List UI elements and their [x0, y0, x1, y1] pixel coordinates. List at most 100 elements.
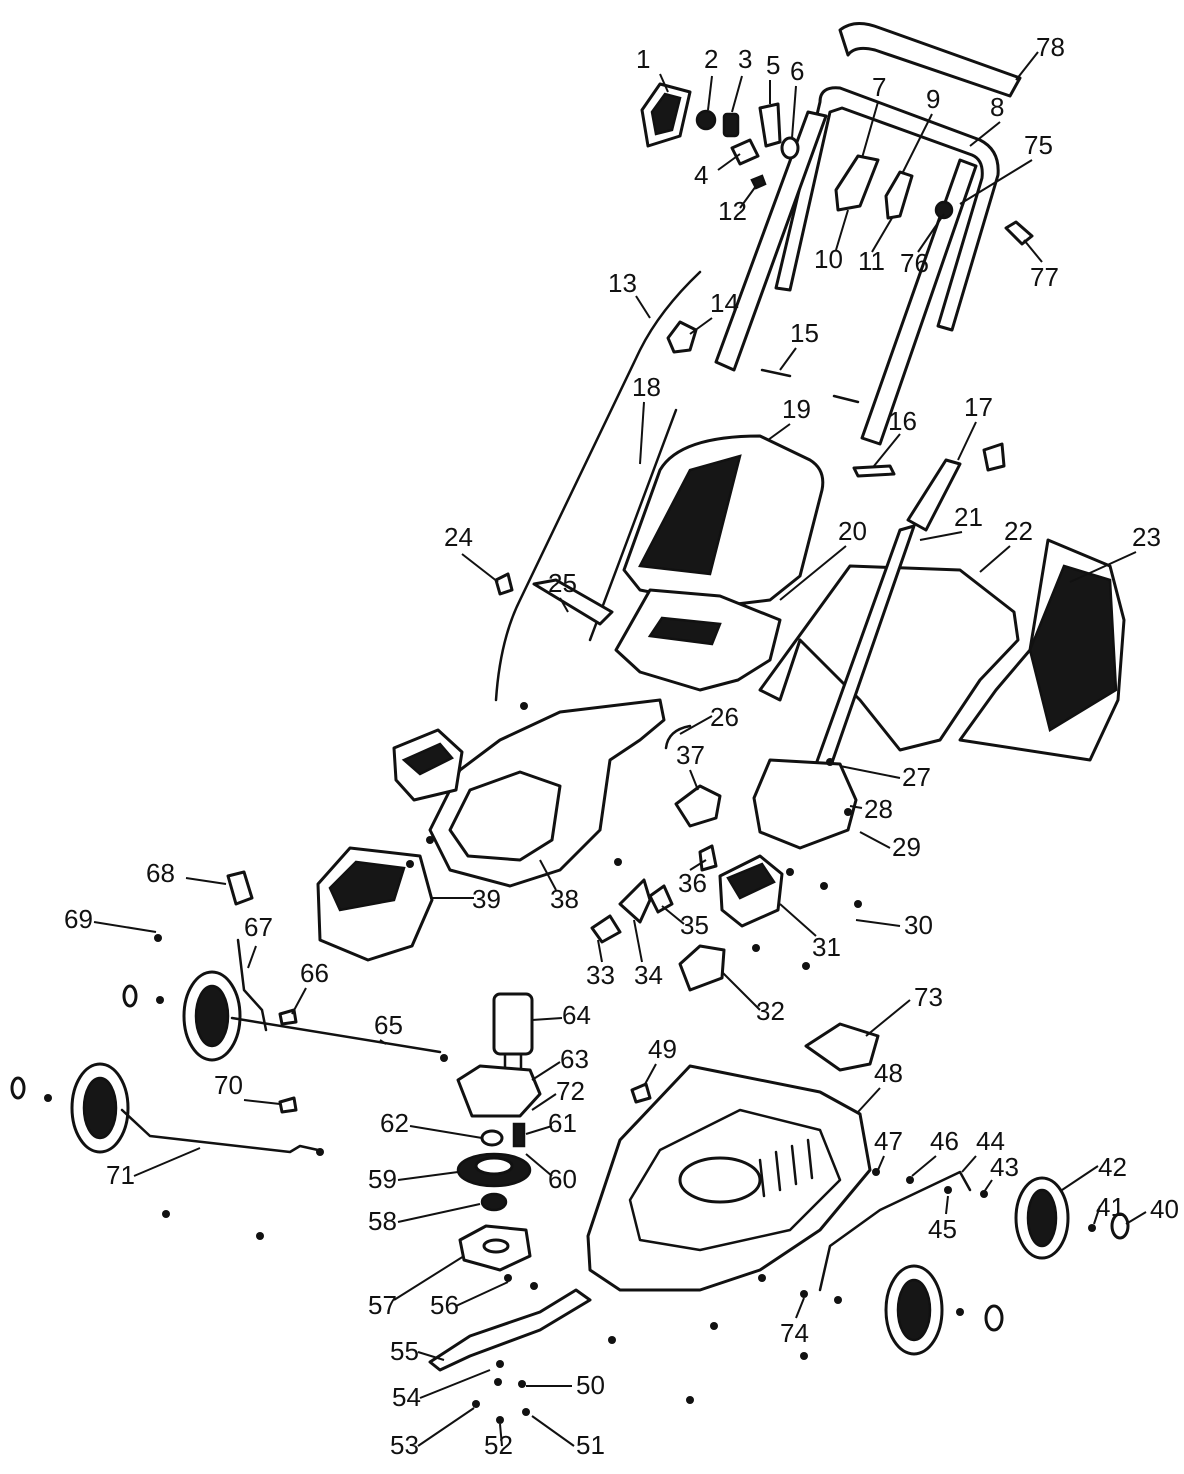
screw: [496, 1360, 504, 1368]
callout-76: 76: [900, 248, 929, 278]
part-hubcap-front: [984, 1304, 1004, 1332]
part-77-sleeve: [1004, 220, 1034, 246]
part-4-lever: [730, 138, 760, 166]
deck-group: [586, 1064, 872, 1292]
part-22-deck-frame: [758, 564, 1020, 752]
upper-handle-group: [494, 22, 1022, 702]
part-62-bearing: [480, 1129, 504, 1147]
part-hubcap-rear-upper: [122, 984, 138, 1008]
leader-line: [409, 1125, 483, 1139]
leader-line: [417, 1351, 445, 1361]
part-40-hubcap: [1110, 1212, 1130, 1240]
part-25-slotted-panel: [532, 578, 614, 626]
part-63-motor-mount: [456, 1064, 542, 1118]
callout-6: 6: [790, 56, 804, 86]
leader-line: [857, 1087, 881, 1113]
screw: [530, 1282, 538, 1290]
part-68-knob: [226, 870, 254, 906]
part-37-connector: [674, 784, 722, 828]
callout-49: 49: [648, 1034, 677, 1064]
callout-45: 45: [928, 1214, 957, 1244]
leader-line: [597, 939, 603, 963]
leader-line: [1061, 1165, 1099, 1191]
leader-line: [531, 1061, 561, 1081]
callout-48: 48: [874, 1058, 903, 1088]
screw: [426, 836, 434, 844]
callout-71: 71: [106, 1160, 135, 1190]
leader-line: [917, 213, 945, 253]
callout-23: 23: [1132, 522, 1161, 552]
callout-68: 68: [146, 858, 175, 888]
callout-75: 75: [1024, 130, 1053, 160]
leader-line: [633, 919, 643, 963]
callout-16: 16: [888, 406, 917, 436]
callout-38: 38: [550, 884, 579, 914]
leader-line: [291, 987, 307, 1015]
leader-line: [397, 1171, 459, 1181]
leader-line: [865, 999, 911, 1037]
callout-31: 31: [812, 932, 841, 962]
leader-line: [525, 1125, 553, 1135]
leader-line: [911, 1155, 937, 1177]
leader-line: [679, 715, 713, 735]
switch-box-group: [640, 82, 1034, 478]
part-17-catch: [906, 458, 962, 532]
leader-line: [93, 921, 157, 933]
callout-19: 19: [782, 394, 811, 424]
part-78-handle-grip: [838, 22, 1022, 98]
part-6-ring: [780, 136, 800, 160]
part-48-deck-inner: [628, 1108, 842, 1252]
leader-line: [689, 769, 699, 791]
callout-40: 40: [1150, 1194, 1179, 1224]
callout-26: 26: [710, 702, 739, 732]
callout-20: 20: [838, 516, 867, 546]
leader-line: [1069, 551, 1137, 583]
part-hubcap-rear-lower: [10, 1076, 26, 1100]
part-13-cable: [494, 270, 702, 702]
leader-line: [779, 545, 847, 601]
callout-52: 52: [484, 1430, 513, 1460]
leader-line: [779, 903, 817, 937]
screw: [316, 1148, 324, 1156]
leader-line: [247, 945, 257, 969]
leader-line: [1093, 1205, 1101, 1225]
callout-9: 9: [926, 84, 940, 114]
screw: [156, 996, 164, 1004]
screw: [504, 1274, 512, 1282]
callout-7: 7: [872, 72, 886, 102]
leader-line: [393, 1255, 465, 1301]
screw: [440, 1054, 448, 1062]
leader-line: [919, 531, 963, 541]
part-42-wheel-tread: [1026, 1188, 1058, 1248]
part-12-screw: [750, 174, 767, 190]
screw: [614, 858, 622, 866]
callout-21: 21: [954, 502, 983, 532]
callout-4: 4: [694, 160, 708, 190]
callout-46: 46: [930, 1126, 959, 1156]
leader-line: [397, 1203, 481, 1223]
part-64-motor: [492, 992, 534, 1056]
leader-line: [739, 185, 757, 209]
screw: [906, 1176, 914, 1184]
screw: [752, 944, 760, 952]
leader-line: [243, 1099, 281, 1105]
part-23-bag-mesh: [1028, 564, 1118, 732]
callout-56: 56: [430, 1290, 459, 1320]
callout-63: 63: [560, 1044, 589, 1074]
callout-72: 72: [556, 1076, 585, 1106]
callout-54: 54: [392, 1382, 421, 1412]
screw: [980, 1190, 988, 1198]
callout-33: 33: [586, 960, 615, 990]
leader-line: [689, 317, 713, 335]
callout-50: 50: [576, 1370, 605, 1400]
part-15-bolt: [760, 368, 792, 378]
callout-61: 61: [548, 1108, 577, 1138]
part-7-bracket: [834, 154, 880, 212]
part-70-clip: [278, 1096, 298, 1114]
callout-10: 10: [814, 244, 843, 274]
part-55-blade: [428, 1288, 592, 1372]
part-33-plug: [590, 914, 622, 944]
callout-58: 58: [368, 1206, 397, 1236]
callout-66: 66: [300, 958, 329, 988]
